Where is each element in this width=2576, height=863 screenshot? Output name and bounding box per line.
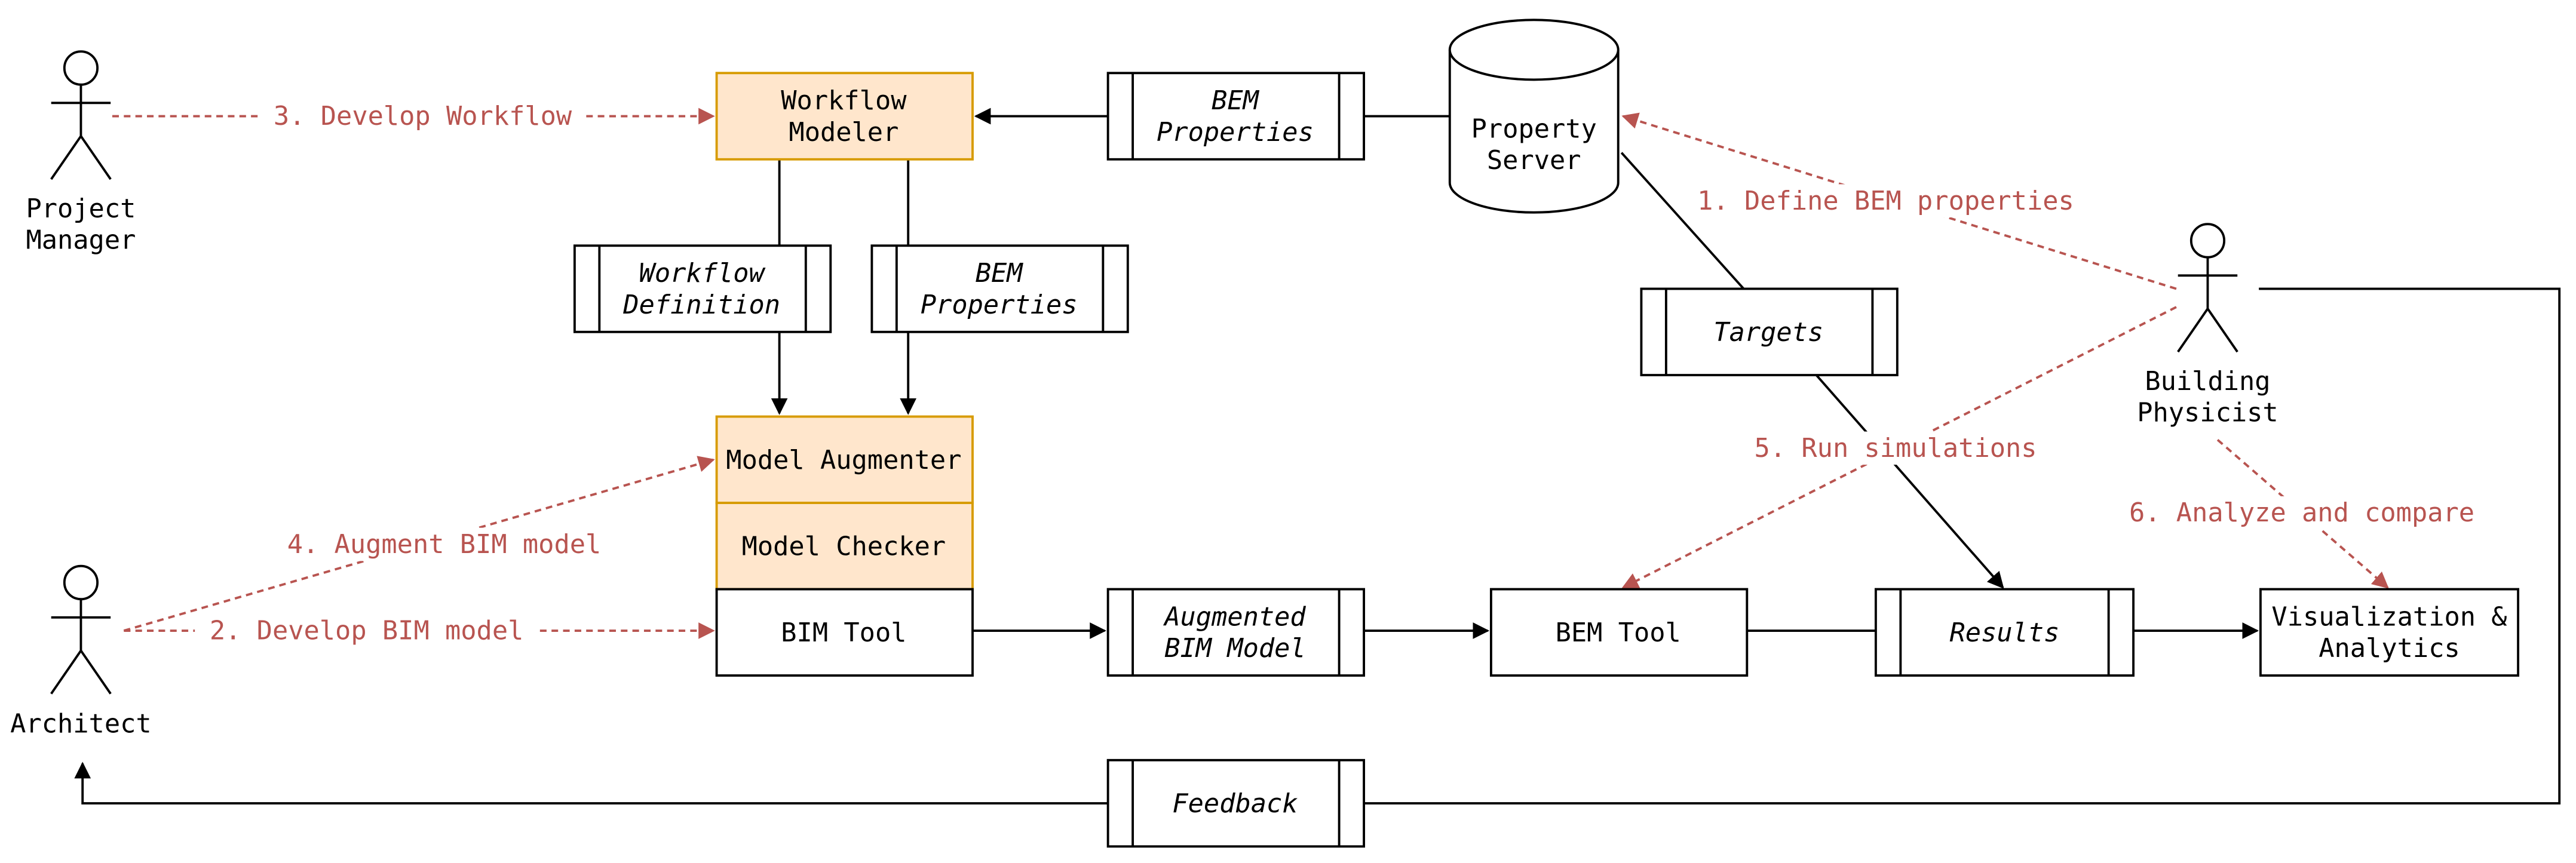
step-label-define-bem: 1. Define BEM properties [1697,186,2074,216]
step-connector-analyze [2216,438,2389,589]
feedback-label: Feedback [1172,788,1298,818]
step-labels: 3. Develop Workflow 2. Develop BIM model… [210,101,2474,646]
step-label-augment-bim: 4. Augment BIM model [287,529,602,560]
results-label: Results [1950,617,2060,647]
step-label-develop-workflow: 3. Develop Workflow [274,101,572,131]
connector-targets-to-results [1815,374,2004,589]
results-object[interactable]: Results [1874,588,2135,677]
model-checker-box[interactable]: Model Checker [715,502,974,591]
bem-tool-label: BEM Tool [1556,617,1681,647]
targets-label: Targets [1713,317,1823,347]
connector-physicist-to-feedback [1364,287,2561,804]
step-label-develop-bim: 2. Develop BIM model [210,615,524,646]
feedback-object[interactable]: Feedback [1106,758,1365,848]
architect-actor-icon [50,564,112,695]
bim-tool-box[interactable]: BIM Tool [715,588,974,677]
model-augmenter-label: Model Augmenter [726,444,961,475]
step-label-analyze: 6. Analyze and compare [2129,497,2474,528]
model-augmenter-box[interactable]: Model Augmenter [715,415,974,504]
step-label-run-simulations: 5. Run simulations [1755,433,2037,463]
solid-connectors [74,108,2561,804]
bim-tool-label: BIM Tool [781,617,906,647]
visualization-label: Visualization &Analytics [2271,601,2507,664]
connector-property-server-to-targets [1620,152,1745,290]
connector-feedback-to-architect [74,761,1108,804]
model-checker-label: Model Checker [742,531,946,561]
targets-object[interactable]: Targets [1640,287,1899,376]
bem-tool-box[interactable]: BEM Tool [1489,588,1749,677]
project-manager-actor-icon [50,50,112,180]
building-physicist-actor-icon [2177,223,2238,353]
architect-label: Architect [10,708,152,739]
visualization-box[interactable]: Visualization &Analytics [2259,588,2520,677]
